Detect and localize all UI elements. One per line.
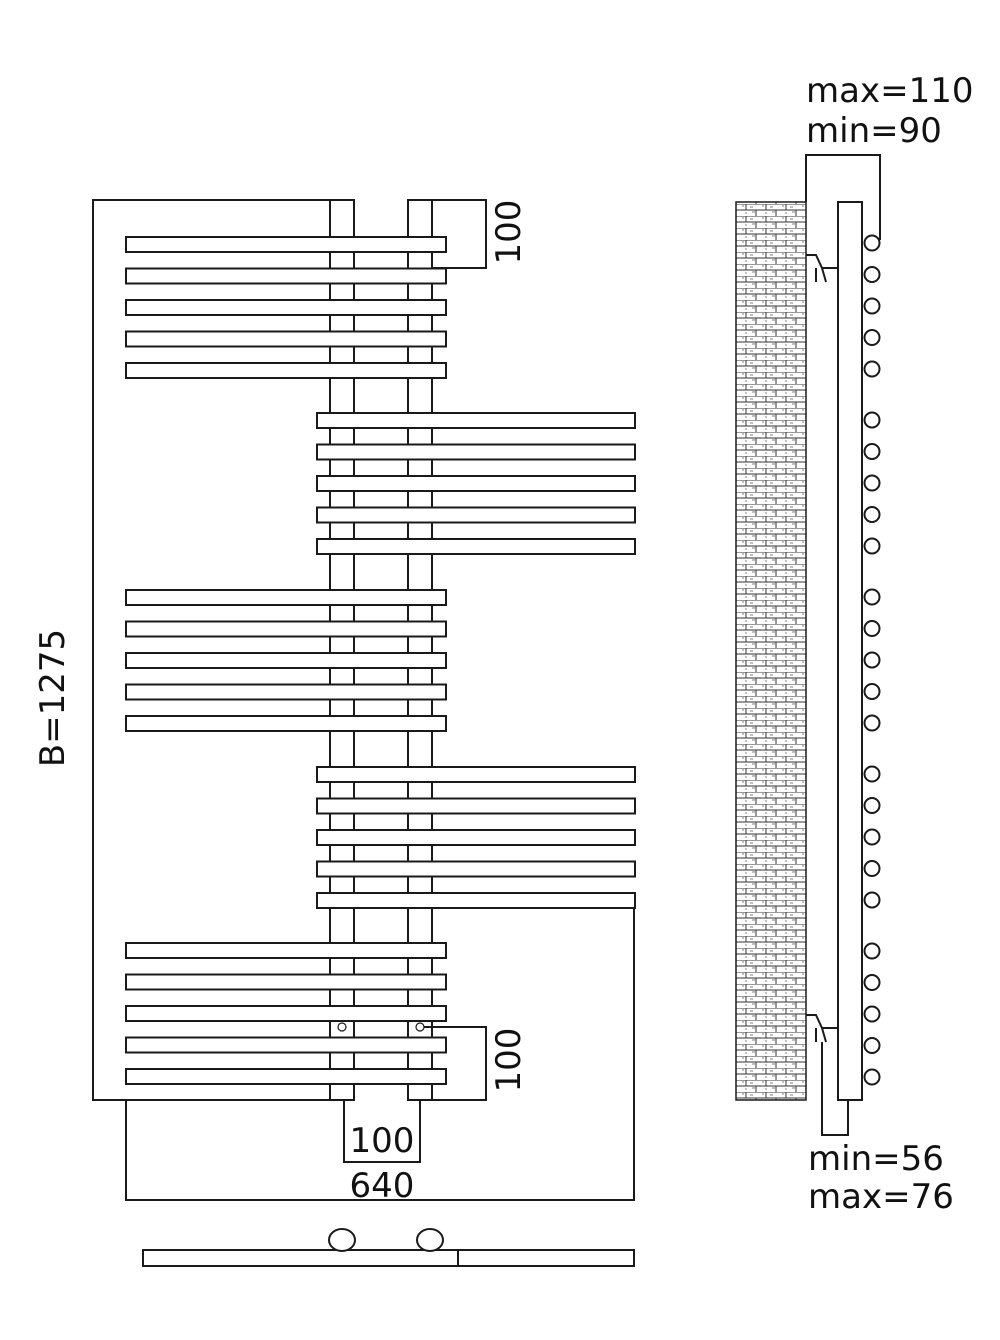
height-label: B=1275 (33, 629, 73, 767)
bottom-view (142, 1228, 635, 1267)
width-label: 640 (350, 1166, 415, 1206)
bottom-spacing-dimension (424, 1026, 487, 1101)
rail-tube-section (863, 797, 881, 814)
bottom-view-body (142, 1249, 635, 1267)
rail-tube-section (863, 443, 881, 460)
towel-rail (125, 589, 447, 606)
rail-tube-section (863, 683, 881, 700)
rail-tube-section (863, 714, 881, 732)
top-spacing-dimension (432, 199, 487, 269)
towel-rail (316, 475, 636, 492)
wall-section (735, 201, 807, 1101)
bottom-depth-label-min: min=56 (808, 1139, 944, 1179)
towel-rail (125, 652, 447, 669)
valve-left (337, 1022, 347, 1032)
bottom-pipe-left (328, 1228, 356, 1252)
pipe-spacing-label: 100 (350, 1121, 415, 1161)
rail-tube-section (863, 411, 881, 429)
rail-tube-section (863, 329, 881, 346)
side-view: max=110 min=90 min=56 max=76 (735, 71, 973, 1217)
rail-tube-section (863, 360, 881, 378)
wall-bracket-top (806, 254, 838, 283)
bottom-depth-label-max: max=76 (808, 1177, 954, 1217)
rail-tube-section (863, 620, 881, 637)
rail-tube-section (863, 1068, 881, 1086)
towel-rail (316, 766, 636, 783)
rail-tube-section (863, 266, 881, 283)
towel-rail (316, 860, 636, 878)
towel-rail (316, 797, 636, 815)
towel-rail (125, 267, 447, 285)
towel-rail (125, 299, 447, 316)
rail-tube-section (863, 651, 881, 669)
towel-rail (125, 362, 447, 379)
rail-tube-section (863, 1005, 881, 1023)
rail-tube-sections (863, 234, 881, 1086)
top-spacing-label: 100 (489, 200, 529, 265)
towel-rail (125, 683, 447, 701)
rail-tube-section (863, 765, 881, 783)
towel-rail (125, 236, 447, 253)
rail-tube-section (863, 506, 881, 523)
bottom-depth-dimension (821, 1042, 849, 1136)
rail-tube-section (863, 891, 881, 909)
rail-tube-section (863, 474, 881, 492)
towel-rail (125, 330, 447, 348)
towel-rail (125, 1036, 447, 1054)
towel-rail (316, 538, 636, 555)
towel-rail (316, 443, 636, 461)
rail-tube-section (863, 1037, 881, 1054)
front-view: 100 100 100 640 B=1275 (33, 199, 636, 1206)
height-dimension-frame (92, 199, 354, 1101)
towel-rail (316, 892, 636, 909)
pipe-spacing-dimension (343, 1100, 421, 1163)
bottom-spacing-label: 100 (489, 1028, 529, 1093)
rail-tube-section (863, 537, 881, 555)
towel-rail (125, 973, 447, 991)
rail-tube-section (863, 860, 881, 877)
rail-tube-section (863, 588, 881, 606)
towel-rail (125, 1068, 447, 1085)
rail-tube-section (863, 297, 881, 315)
rail-tube-section (863, 942, 881, 960)
towel-rail (125, 942, 447, 959)
towel-rail (125, 620, 447, 638)
towel-rail (316, 506, 636, 524)
towel-rail (125, 715, 447, 732)
top-depth-label-min: min=90 (806, 111, 942, 151)
width-dimension (125, 907, 635, 1201)
top-depth-dimension (805, 154, 881, 240)
bottom-pipe-right (416, 1228, 444, 1252)
towel-rail (316, 412, 636, 429)
wall-bracket-bottom (806, 1014, 838, 1043)
top-depth-label-max: max=110 (806, 71, 973, 111)
towel-rail (125, 1005, 447, 1022)
radiator-side-profile (837, 201, 863, 1101)
rail-tube-section (863, 828, 881, 846)
towel-rail (316, 829, 636, 846)
towel-rails (125, 236, 636, 1085)
rail-tube-section (863, 974, 881, 991)
rail-tube-section (863, 234, 881, 252)
